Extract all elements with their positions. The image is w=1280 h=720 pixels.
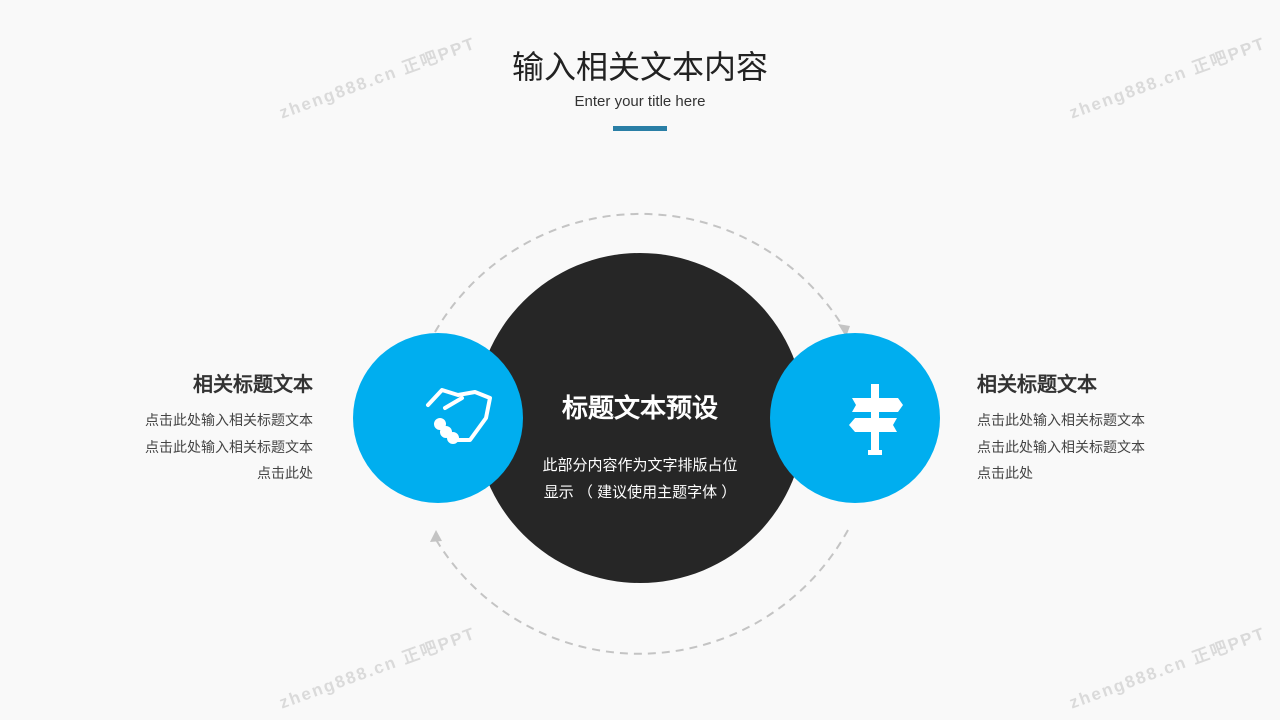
right-title: 相关标题文本 bbox=[977, 374, 1097, 396]
center-body-line: 显示 （ 建议使用主题字体 ） bbox=[543, 484, 737, 501]
left-circle bbox=[353, 333, 523, 503]
signpost-icon bbox=[849, 384, 903, 455]
left-line: 点击此处输入相关标题文本 bbox=[145, 438, 313, 455]
right-line: 点击此处 bbox=[977, 465, 1033, 481]
arrowhead-left bbox=[430, 530, 442, 542]
left-line: 点击此处输入相关标题文本 bbox=[145, 412, 313, 428]
top-dashed-arc bbox=[434, 212, 846, 333]
page-title: 输入相关文本内容 bbox=[511, 49, 768, 85]
bottom-dashed-arc bbox=[434, 529, 849, 655]
center-title: 标题文本预设 bbox=[561, 393, 718, 423]
center-circle bbox=[475, 253, 805, 583]
center-body: 此部分内容作为文字排版占位 显示 （ 建议使用主题字体 ） bbox=[520, 452, 760, 506]
right-text-block: 相关标题文本 点击此处输入相关标题文本 点击此处输入相关标题文本 点击此处 bbox=[977, 368, 1237, 487]
page-subtitle: Enter your title here bbox=[574, 93, 706, 110]
right-line: 点击此处输入相关标题文本 bbox=[977, 438, 1145, 455]
left-title: 相关标题文本 bbox=[193, 374, 313, 396]
title-underline bbox=[613, 126, 667, 131]
right-line: 点击此处输入相关标题文本 bbox=[977, 412, 1145, 428]
center-body-line: 此部分内容作为文字排版占位 bbox=[542, 457, 738, 474]
left-line: 点击此处 bbox=[257, 465, 313, 481]
handshake-icon bbox=[426, 388, 492, 444]
left-text-block: 相关标题文本 点击此处输入相关标题文本 点击此处输入相关标题文本 点击此处 bbox=[53, 368, 313, 487]
